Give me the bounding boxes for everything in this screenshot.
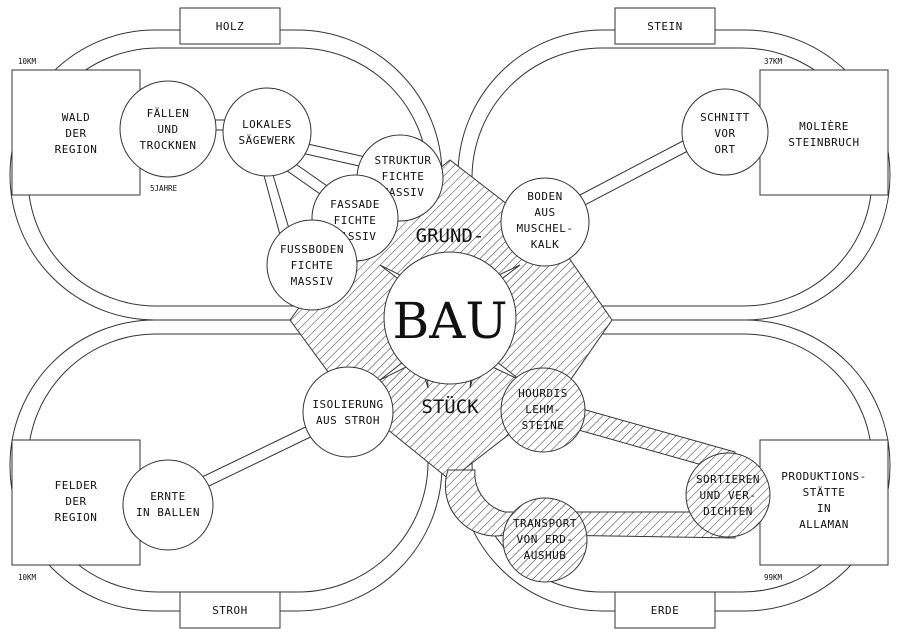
material-stone-text: STEIN (647, 20, 683, 33)
floor-line-1: FUSSBODEN (280, 243, 344, 256)
harvest-line-2: IN BALLEN (136, 506, 200, 519)
cut-line-2: VOR (714, 127, 735, 140)
node-sorting: SORTIEREN UND VER- DICHTEN (685, 452, 771, 538)
facade-line-2: FICHTE (334, 214, 377, 227)
fields-line-3: REGION (55, 511, 98, 524)
wood-duration: 5JAHRE (150, 184, 178, 193)
felling-line-2: UND (157, 123, 178, 136)
felling-line-1: FÄLLEN (147, 107, 190, 120)
earth-flow-band (444, 397, 736, 539)
material-label-stone: STEIN (614, 7, 716, 45)
forest-line-3: REGION (55, 143, 98, 156)
source-fields: FELDER DER REGION (11, 439, 141, 566)
cut-line-3: ORT (714, 143, 735, 156)
node-insulation: ISOLIERUNG AUS STROH (302, 366, 394, 458)
plant-line-2: STÄTTE (803, 486, 846, 499)
sorting-line-1: SORTIEREN (696, 473, 760, 486)
source-quarry: MOLIÈRE STEINBRUCH (759, 69, 889, 196)
stone-floor-line-2: AUS (534, 206, 555, 219)
forest-line-1: WALD (62, 111, 91, 124)
hourdis-line-2: LEHM- (525, 403, 561, 416)
distance-wood: 10KM (18, 57, 37, 66)
quarry-line-1: MOLIÈRE (799, 120, 849, 133)
node-transport: TRANSPORT VON ERD- AUSHUB (502, 497, 588, 583)
node-hourdis: HOURDIS LEHM- STEINE (500, 367, 586, 453)
facade-line-1: FASSADE (330, 198, 380, 211)
center-bottom-label: STÜCK (421, 395, 479, 418)
sawmill-line-2: SÄGEWERK (239, 134, 296, 147)
sorting-line-3: DICHTEN (703, 505, 753, 518)
sawmill-line-1: LOKALES (242, 118, 292, 131)
center-top-label: GRUND- (416, 225, 485, 247)
node-felling: FÄLLEN UND TROCKNEN (119, 80, 217, 178)
floor-line-2: FICHTE (291, 259, 334, 272)
node-sawmill: LOKALES SÄGEWERK (222, 87, 312, 177)
sorting-line-2: UND VER- (700, 489, 757, 502)
material-label-earth: ERDE (614, 591, 716, 629)
harvest-line-1: ERNTE (150, 490, 186, 503)
transport-line-2: VON ERD- (517, 533, 574, 546)
fields-line-2: DER (65, 495, 86, 508)
hourdis-line-3: STEINE (522, 419, 565, 432)
cut-line-1: SCHNITT (700, 111, 750, 124)
material-straw-text: STROH (212, 604, 248, 617)
distance-earth: 99KM (764, 573, 783, 582)
fields-line-1: FELDER (55, 479, 98, 492)
plant-line-4: ALLAMAN (799, 518, 849, 531)
stone-floor-line-3: MUSCHEL- (517, 222, 574, 235)
stone-floor-line-4: KALK (531, 238, 560, 251)
distance-straw: 10KM (18, 573, 37, 582)
node-cut: SCHNITT VOR ORT (681, 88, 769, 176)
distance-stone: 37KM (764, 57, 783, 66)
quarry-line-2: STEINBRUCH (788, 136, 859, 149)
plant-line-1: PRODUKTIONS- (781, 470, 866, 483)
transport-line-3: AUSHUB (524, 549, 567, 562)
node-harvest: ERNTE IN BALLEN (122, 459, 214, 551)
material-label-straw: STROH (179, 591, 281, 629)
structure-line-1: STRUKTUR (375, 154, 432, 167)
insulation-line-2: AUS STROH (316, 414, 380, 427)
insulation-line-1: ISOLIERUNG (312, 398, 383, 411)
node-floor: FUSSBODEN FICHTE MASSIV (266, 219, 358, 311)
source-plant: PRODUKTIONS- STÄTTE IN ALLAMAN (759, 439, 889, 566)
stone-floor-line-1: BODEN (527, 190, 563, 203)
node-stone-floor: BODEN AUS MUSCHEL- KALK (500, 177, 590, 267)
hourdis-line-1: HOURDIS (518, 387, 568, 400)
floor-line-3: MASSIV (291, 275, 334, 288)
forest-line-2: DER (65, 127, 86, 140)
plant-line-3: IN (817, 502, 831, 515)
felling-line-3: TROCKNEN (140, 139, 197, 152)
transport-line-1: TRANSPORT (513, 517, 577, 530)
center-title: BAU (393, 292, 508, 350)
structure-line-2: FICHTE (382, 170, 425, 183)
material-wood-text: HOLZ (216, 20, 245, 33)
material-earth-text: ERDE (651, 604, 680, 617)
material-label-wood: HOLZ (179, 7, 281, 45)
center-node: BAU GRUND- STÜCK (383, 225, 517, 418)
